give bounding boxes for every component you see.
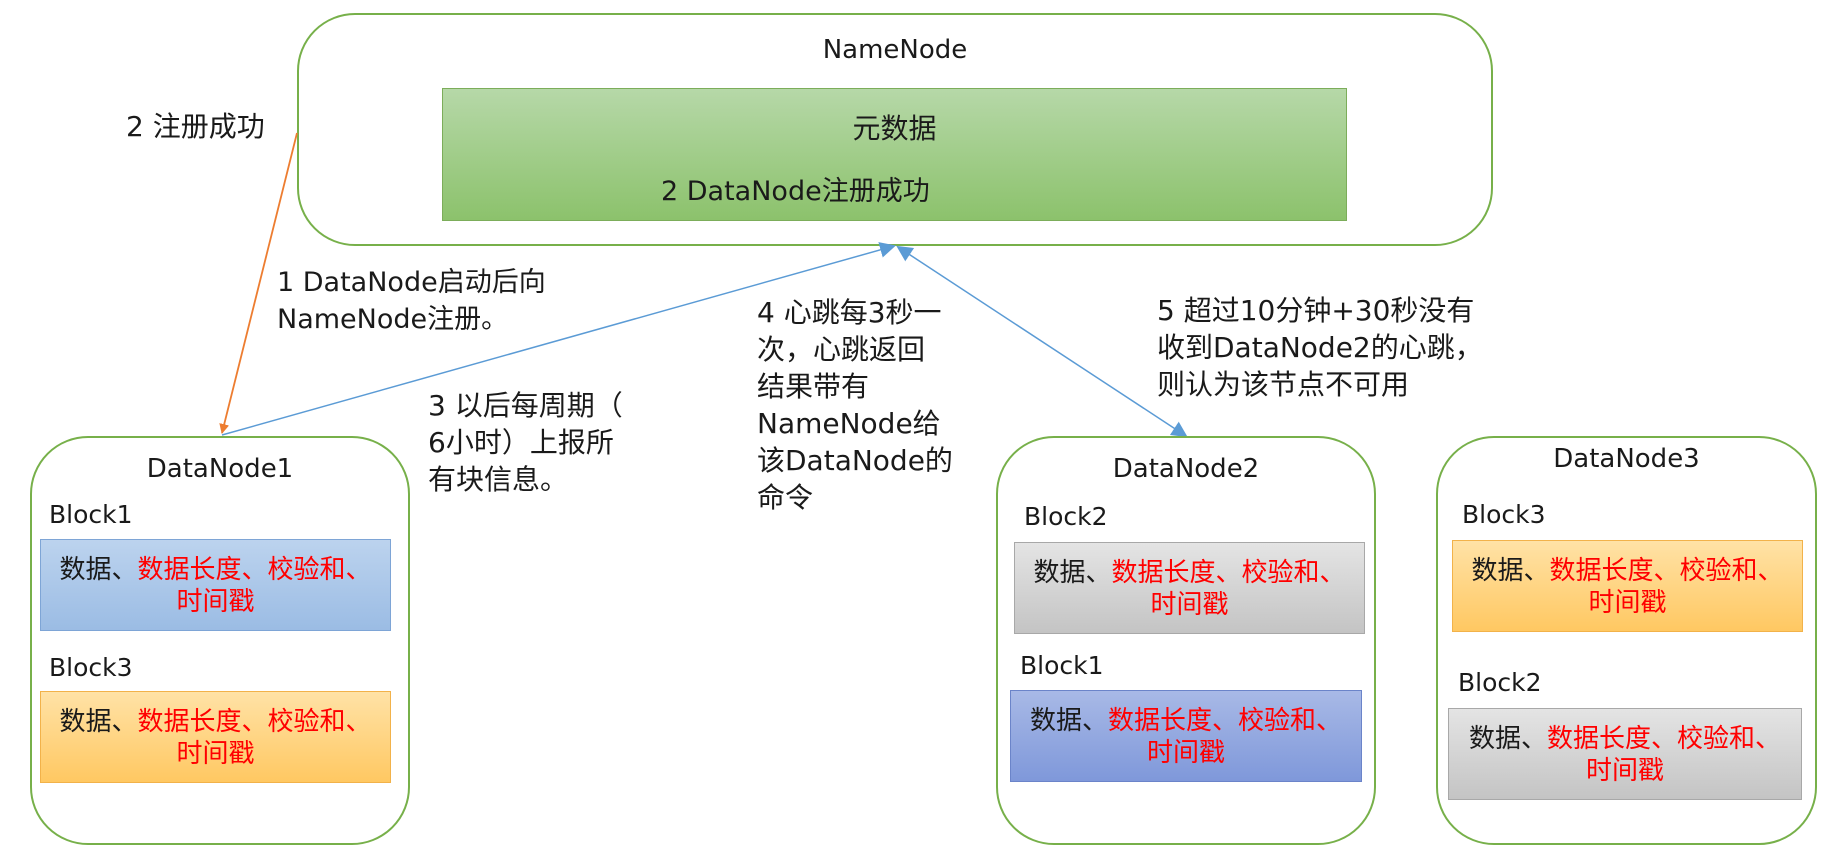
- registered-label: 2 DataNode注册成功: [661, 176, 930, 207]
- block-text-data: 数据、: [1033, 558, 1112, 588]
- datanode2-block-label-2: Block1: [1020, 651, 1104, 680]
- block-text-timestamp: 时间戳: [176, 587, 255, 617]
- block-text-length-checksum: 数据长度、校验和、: [137, 707, 372, 737]
- report-arrow: [221, 242, 896, 436]
- datanode3-block2: 数据、数据长度、校验和、 时间戳: [1448, 708, 1802, 800]
- step3-line1: 3 以后每周期（: [428, 389, 623, 422]
- step1-line2: NameNode注册。: [277, 304, 509, 335]
- datanode1-block1: 数据、数据长度、校验和、 时间戳: [40, 539, 391, 631]
- metadata-box: 元数据 2 DataNode注册成功: [442, 88, 1347, 221]
- datanode3-title: DataNode3: [1553, 444, 1700, 474]
- datanode2-title: DataNode2: [1112, 454, 1260, 484]
- datanode1-block2: 数据、数据长度、校验和、 时间戳: [40, 691, 391, 783]
- datanode3-block-label-2: Block2: [1458, 668, 1542, 697]
- step4-line2: 次，心跳返回: [757, 333, 926, 366]
- block-text-timestamp: 时间戳: [1585, 756, 1664, 786]
- block-text-timestamp: 时间戳: [1146, 738, 1225, 768]
- annotation-step3: 3 以后每周期（ 6小时）上报所 有块信息。: [428, 387, 623, 498]
- step3-line2: 6小时）上报所: [428, 426, 614, 459]
- block-text-data: 数据、: [59, 707, 138, 737]
- step5-line3: 则认为该节点不可用: [1157, 368, 1410, 401]
- block-text-timestamp: 时间戳: [1150, 590, 1229, 620]
- block-text-length-checksum: 数据长度、校验和、: [137, 555, 372, 585]
- step4-line3: 结果带有: [757, 370, 870, 403]
- namenode-title: NameNode: [822, 35, 968, 65]
- datanode1-title: DataNode1: [146, 454, 294, 484]
- step4-line4: NameNode给: [757, 407, 941, 440]
- annotation-step1: 1 DataNode启动后向 NameNode注册。: [277, 264, 546, 338]
- annotation-registration-success: 2 注册成功: [126, 110, 265, 143]
- block-text-length-checksum: 数据长度、校验和、: [1108, 706, 1343, 736]
- block-text-data: 数据、: [1029, 706, 1108, 736]
- block-text-length-checksum: 数据长度、校验和、: [1111, 558, 1346, 588]
- datanode1-box: DataNode1: [30, 436, 410, 845]
- metadata-label: 元数据: [852, 112, 937, 145]
- heartbeat-arrow: [896, 245, 1188, 438]
- block-text-timestamp: 时间戳: [176, 739, 255, 769]
- step3-line3: 有块信息。: [428, 463, 569, 496]
- datanode2-box: DataNode2: [996, 436, 1376, 845]
- datanode2-block1: 数据、数据长度、校验和、 时间戳: [1014, 542, 1365, 634]
- datanode1-block-label-2: Block3: [49, 653, 133, 682]
- step1-line1: 1 DataNode启动后向: [277, 267, 546, 298]
- datanode2-block2: 数据、数据长度、校验和、 时间戳: [1010, 690, 1362, 782]
- datanode1-block-label-1: Block1: [49, 500, 133, 529]
- annotation-step4: 4 心跳每3秒一 次，心跳返回 结果带有 NameNode给 该DataNode…: [757, 294, 953, 516]
- register-arrow: [219, 132, 298, 434]
- step4-line1: 4 心跳每3秒一: [757, 296, 942, 329]
- block-text-data: 数据、: [59, 555, 138, 585]
- block-text-length-checksum: 数据长度、校验和、: [1549, 556, 1784, 586]
- step4-line5: 该DataNode的: [757, 444, 953, 477]
- datanode3-block-label-1: Block3: [1462, 500, 1546, 529]
- block-text-data: 数据、: [1471, 556, 1550, 586]
- block-text-length-checksum: 数据长度、校验和、: [1547, 724, 1782, 754]
- block-text-data: 数据、: [1468, 724, 1547, 754]
- datanode2-block-label-1: Block2: [1024, 502, 1108, 531]
- annotation-step5: 5 超过10分钟+30秒没有 收到DataNode2的心跳， 则认为该节点不可用: [1157, 292, 1483, 403]
- step5-line1: 5 超过10分钟+30秒没有: [1157, 294, 1475, 327]
- block-text-timestamp: 时间戳: [1588, 588, 1667, 618]
- datanode3-block1: 数据、数据长度、校验和、 时间戳: [1452, 540, 1803, 632]
- step5-line2: 收到DataNode2的心跳，: [1157, 331, 1483, 364]
- step4-line6: 命令: [757, 481, 814, 514]
